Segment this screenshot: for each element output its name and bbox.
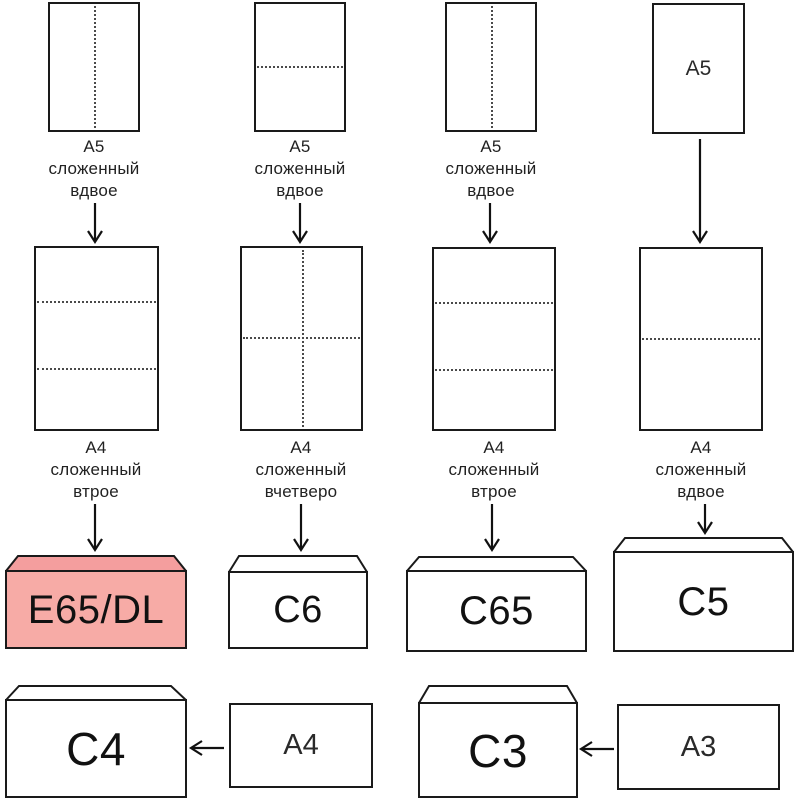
a4-flat-label: А4	[283, 729, 319, 761]
envelope-c3: C3	[418, 685, 578, 798]
envelope-flap	[5, 555, 187, 572]
a4-paper-col1	[34, 246, 159, 431]
envelope-code: C65	[459, 589, 534, 633]
fold-line-horizontal	[37, 301, 156, 303]
a4-paper-col2	[240, 246, 363, 431]
down-arrow-icon	[689, 139, 711, 245]
envelope-body	[418, 702, 578, 798]
envelope-flap	[406, 556, 587, 572]
envelope-flap	[228, 555, 368, 573]
envelope-body	[5, 699, 187, 798]
a5-caption-col3: А5 сложенный вдвое	[445, 137, 537, 200]
a5-caption-col1: А5 сложенный вдвое	[48, 137, 140, 200]
fold-line-horizontal	[37, 368, 156, 370]
left-arrow-icon	[578, 740, 616, 758]
envelope-code: C4	[66, 723, 126, 775]
a4-caption-col2: А4 сложенный вчетверо	[255, 438, 347, 501]
envelope-e65dl: E65/DL	[5, 555, 187, 649]
a4-paper-col3	[432, 247, 556, 431]
a4-caption-col4: А4 сложенный вдвое	[655, 438, 747, 501]
fold-line-horizontal	[257, 66, 343, 68]
envelope-body	[228, 571, 368, 649]
envelope-flap	[613, 537, 794, 553]
a4-caption-col1: А4 сложенный втрое	[50, 438, 142, 501]
envelope-code: C3	[468, 724, 528, 777]
envelope-code: C6	[273, 589, 323, 631]
a5-paper-col2	[254, 2, 346, 132]
envelope-code: E65/DL	[27, 587, 165, 632]
down-arrow-icon	[290, 504, 312, 553]
a4-paper-flat: А4	[229, 703, 373, 788]
envelope-c65: C65	[406, 556, 587, 652]
fold-line-vertical	[94, 6, 96, 128]
down-arrow-icon	[84, 203, 106, 245]
envelope-flap	[5, 685, 187, 701]
down-arrow-icon	[694, 504, 716, 536]
a3-paper-flat: А3	[617, 704, 780, 790]
envelope-c5: C5	[613, 537, 794, 652]
a5-paper-col4: А5	[652, 3, 745, 134]
fold-line-horizontal	[435, 369, 553, 371]
envelope-code: C5	[677, 579, 730, 624]
envelope-body	[406, 570, 587, 652]
down-arrow-icon	[84, 504, 106, 553]
a5-paper-col3	[445, 2, 537, 132]
a5-paper-col1	[48, 2, 140, 132]
fold-line-vertical	[491, 6, 493, 128]
down-arrow-icon	[479, 203, 501, 245]
a4-paper-col4	[639, 247, 763, 431]
left-arrow-icon	[188, 739, 226, 757]
envelope-body	[613, 551, 794, 652]
down-arrow-icon	[289, 203, 311, 245]
a4-caption-col3: А4 сложенный втрое	[448, 438, 540, 501]
a5-caption-col2: А5 сложенный вдвое	[254, 137, 346, 200]
envelope-c4: C4	[5, 685, 187, 798]
a3-flat-label: А3	[680, 730, 717, 763]
fold-line-vertical	[301, 250, 304, 427]
envelope-body	[5, 570, 187, 649]
envelope-flap	[418, 685, 578, 704]
fold-line-horizontal	[642, 338, 760, 340]
envelope-c6: C6	[228, 555, 368, 649]
fold-line-horizontal	[435, 302, 553, 304]
down-arrow-icon	[481, 504, 503, 553]
a5-inner-label: А5	[685, 56, 712, 80]
